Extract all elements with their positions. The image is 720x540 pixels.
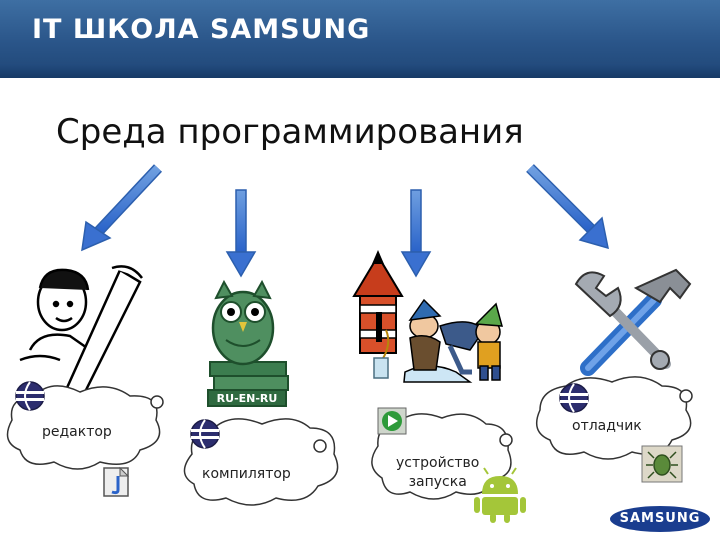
owl-books-icon bbox=[207, 279, 289, 407]
cloud-compiler bbox=[183, 418, 339, 506]
label-compiler: компилятор bbox=[202, 466, 291, 482]
slide-title: Среда программирования bbox=[56, 112, 524, 152]
pencil-man-icon bbox=[19, 265, 143, 404]
java-file-icon bbox=[103, 466, 130, 497]
label-device-line1: устройство bbox=[396, 455, 480, 471]
cloud-device bbox=[371, 413, 513, 500]
bug-icon bbox=[641, 445, 683, 483]
arrow-to-compiler bbox=[225, 189, 257, 278]
label-device-line2: запуска bbox=[408, 474, 467, 490]
eclipse-icon bbox=[190, 419, 220, 449]
arrow-to-editor bbox=[81, 164, 163, 252]
header-title: IT ШКОЛА SAMSUNG bbox=[32, 14, 371, 45]
samsung-logo: SAMSUNG bbox=[610, 506, 710, 532]
eclipse-icon bbox=[559, 383, 589, 413]
android-icon bbox=[474, 467, 526, 523]
arrow-to-device bbox=[400, 189, 432, 278]
rocket-icon bbox=[352, 250, 404, 379]
wrench-hammer-icon bbox=[574, 268, 692, 376]
eclipse-icon bbox=[15, 381, 45, 411]
arrow-to-debugger bbox=[526, 164, 609, 250]
label-editor: редактор bbox=[42, 424, 112, 440]
label-device: устройство запуска bbox=[396, 454, 479, 492]
play-icon bbox=[377, 407, 407, 435]
gnomes-illustration bbox=[403, 298, 504, 383]
label-debugger: отладчик bbox=[572, 418, 642, 434]
header-bar: IT ШКОЛА SAMSUNG bbox=[0, 0, 720, 78]
header-stripe bbox=[0, 64, 720, 78]
cloud-editor bbox=[6, 385, 164, 470]
dictionary-label: RU-EN-RU bbox=[217, 392, 278, 405]
